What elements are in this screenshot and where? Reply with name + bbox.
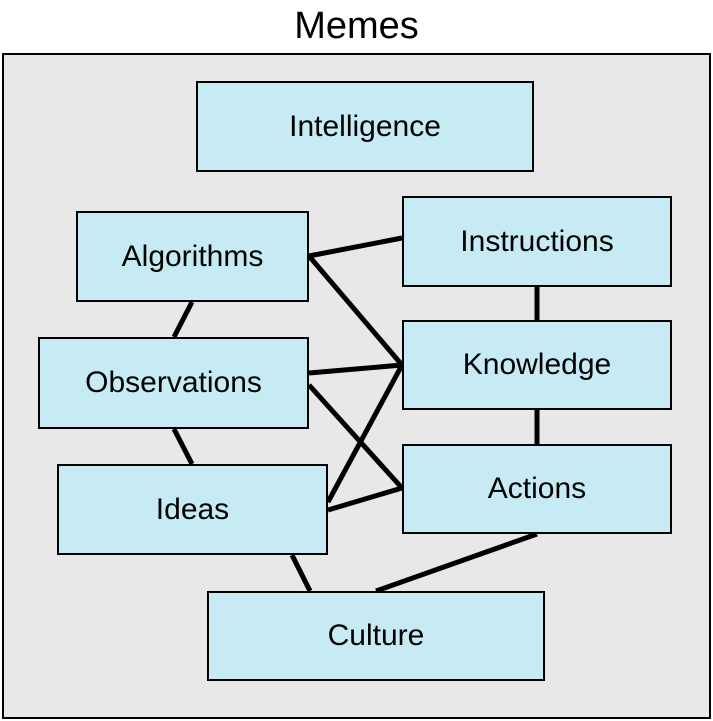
node-intelligence: Intelligence <box>196 81 534 172</box>
node-label: Algorithms <box>121 239 264 273</box>
edge-algorithms-knowledge <box>307 254 404 367</box>
node-label: Observations <box>85 366 262 399</box>
node-knowledge: Knowledge <box>402 320 672 410</box>
node-algorithms: Algorithms <box>76 211 309 302</box>
node-label: Knowledge <box>462 348 612 381</box>
edge-ideas-actions <box>327 485 403 513</box>
edge-algorithms-observations <box>171 300 195 339</box>
edge-observations-ideas <box>171 427 195 466</box>
node-observations: Observations <box>38 337 309 429</box>
node-label: Actions <box>487 472 587 505</box>
node-actions: Actions <box>402 444 672 534</box>
edge-algorithms-instructions <box>308 235 403 259</box>
edge-ideas-culture <box>289 553 313 593</box>
node-label: Culture <box>327 619 425 652</box>
node-instructions: Instructions <box>402 196 672 287</box>
diagram-title: Memes <box>294 5 419 47</box>
edge-actions-culture <box>375 531 538 594</box>
edge-observations-knowledge <box>308 362 403 376</box>
node-label: Intelligence <box>289 109 441 143</box>
edge-observations-actions <box>307 383 404 490</box>
node-label: Instructions <box>460 224 614 258</box>
node-label: Ideas <box>155 492 230 526</box>
node-culture: Culture <box>207 591 545 681</box>
node-ideas: Ideas <box>57 464 328 555</box>
edge-ideas-knowledge <box>325 363 405 504</box>
